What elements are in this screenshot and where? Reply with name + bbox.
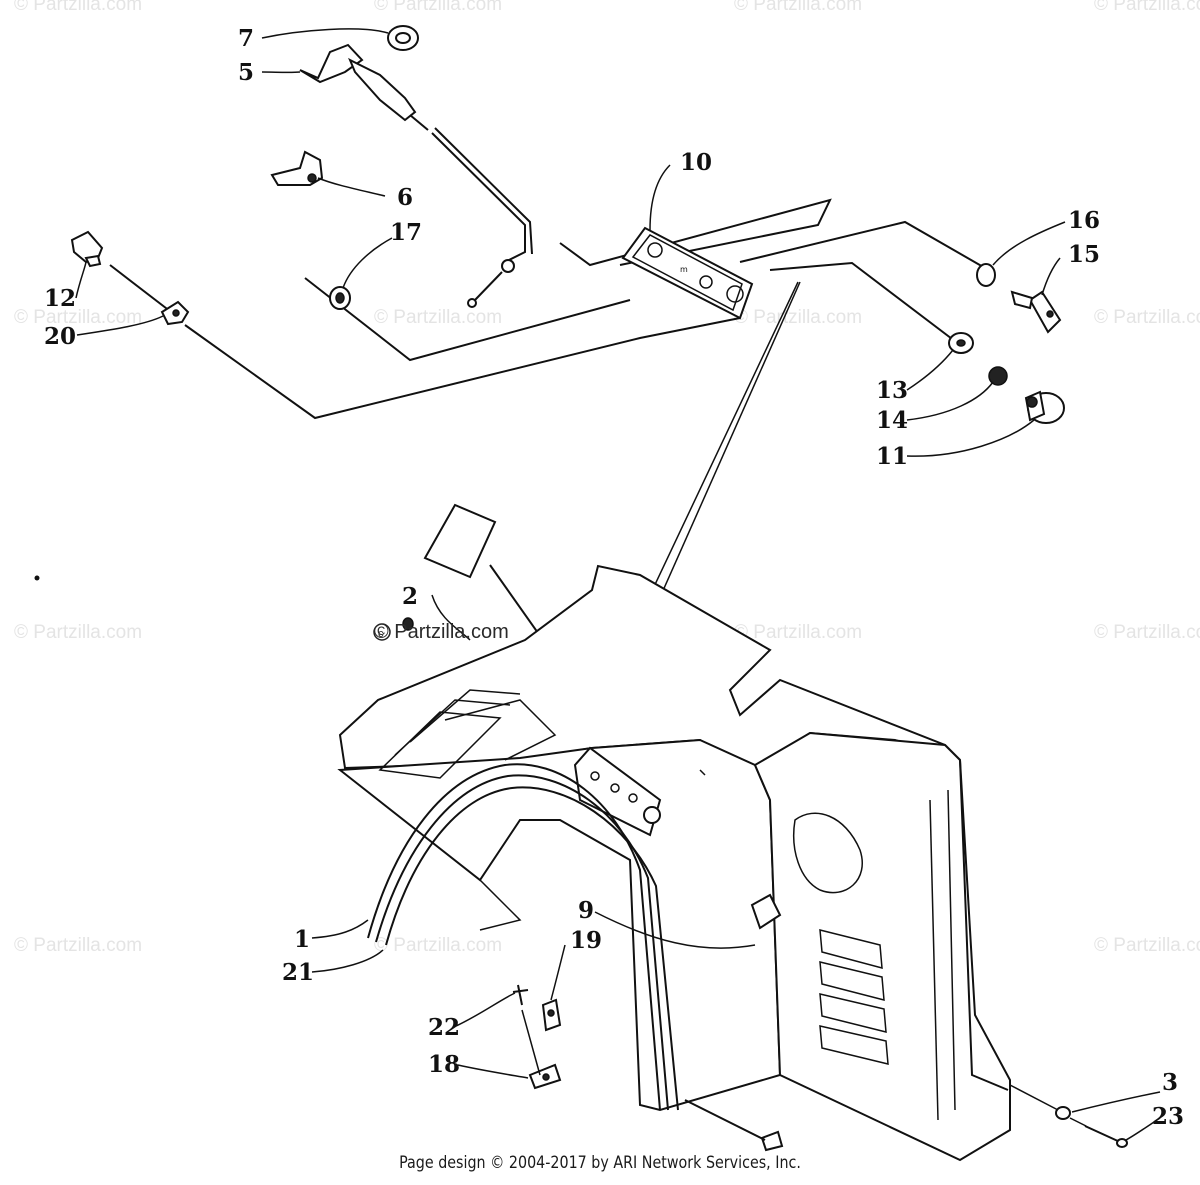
- callout-15: 15: [1068, 241, 1100, 268]
- svg-text:c: c: [378, 628, 384, 640]
- watermark: © Partzilla.com: [14, 0, 143, 15]
- callout-6: 6: [397, 184, 413, 211]
- watermark: © Partzilla.com: [1094, 307, 1200, 328]
- callout-21: 21: [282, 959, 314, 986]
- callout-20: 20: [44, 323, 76, 350]
- callout-labels: 7 5 6 17 10 16 15 12 20 13 14 11 2 1 21 …: [44, 25, 1184, 1130]
- watermark: © Partzilla.com: [1094, 0, 1200, 15]
- callout-5: 5: [238, 59, 254, 86]
- callout-18: 18: [428, 1051, 460, 1078]
- part-13-washer: [948, 332, 974, 354]
- callout-16: 16: [1068, 207, 1100, 234]
- callout-23: 23: [1152, 1103, 1184, 1130]
- part-11-switch: [1024, 390, 1065, 424]
- callout-9: 9: [578, 897, 594, 924]
- part-14-nut: [988, 366, 1008, 386]
- callout-3: 3: [1162, 1069, 1178, 1096]
- watermark: © Partzilla.com: [374, 0, 503, 15]
- page-footer: Page design © 2004-2017 by ARI Network S…: [399, 1153, 801, 1173]
- part-23-screw: [1009, 1084, 1128, 1148]
- part-19-clip: [541, 998, 562, 1032]
- callout-7: 7: [238, 25, 254, 52]
- callout-12: 12: [44, 285, 76, 312]
- watermark: © Partzilla.com: [14, 622, 143, 643]
- watermark: © Partzilla.com: [374, 307, 503, 328]
- watermark: © Partzilla.com: [734, 0, 863, 15]
- part-7-grommet: [387, 25, 419, 51]
- stray-dot: [34, 575, 40, 581]
- callout-19: 19: [570, 927, 602, 954]
- part-3-washer: [1055, 1106, 1071, 1120]
- watermark: © Partzilla.com: [14, 307, 143, 328]
- callout-17: 17: [390, 219, 422, 246]
- leader-lines: [75, 28, 1161, 1141]
- console-body: [337, 564, 1011, 1162]
- callout-1: 1: [294, 926, 310, 953]
- part-17-grommet: [329, 286, 351, 310]
- callout-22: 22: [428, 1014, 460, 1041]
- callout-13: 13: [876, 377, 908, 404]
- part-22-rivet: [512, 984, 529, 1006]
- watermark-center: © Partzilla.com: [374, 621, 509, 643]
- part-10-plate: m: [621, 226, 754, 320]
- screw: [684, 1099, 784, 1152]
- callout-2: 2: [402, 583, 418, 610]
- callout-10: 10: [680, 149, 712, 176]
- part-5-cable-assembly: [299, 43, 533, 308]
- callout-14: 14: [876, 407, 908, 434]
- watermark: © Partzilla.com: [734, 622, 863, 643]
- watermark: © Partzilla.com: [734, 307, 863, 328]
- watermark: © Partzilla.com: [14, 935, 143, 956]
- watermark: © Partzilla.com: [1094, 622, 1200, 643]
- watermark: © Partzilla.com: [1094, 935, 1200, 956]
- part-6-bracket: [270, 150, 324, 186]
- part-9-tab: [750, 893, 782, 930]
- part-18-bracket: [521, 1009, 562, 1090]
- part-16-washer: [976, 263, 996, 287]
- svg-text:m: m: [680, 265, 688, 274]
- part-1-trim: [367, 763, 679, 1111]
- part-20-socket: [160, 300, 190, 326]
- part-12-bulb: [70, 230, 104, 268]
- wire-harness: [109, 198, 986, 776]
- center-watermark: c: [373, 617, 414, 641]
- callout-11: 11: [876, 443, 908, 470]
- watermark: © Partzilla.com: [374, 935, 503, 956]
- part-15-switch: [1010, 290, 1062, 334]
